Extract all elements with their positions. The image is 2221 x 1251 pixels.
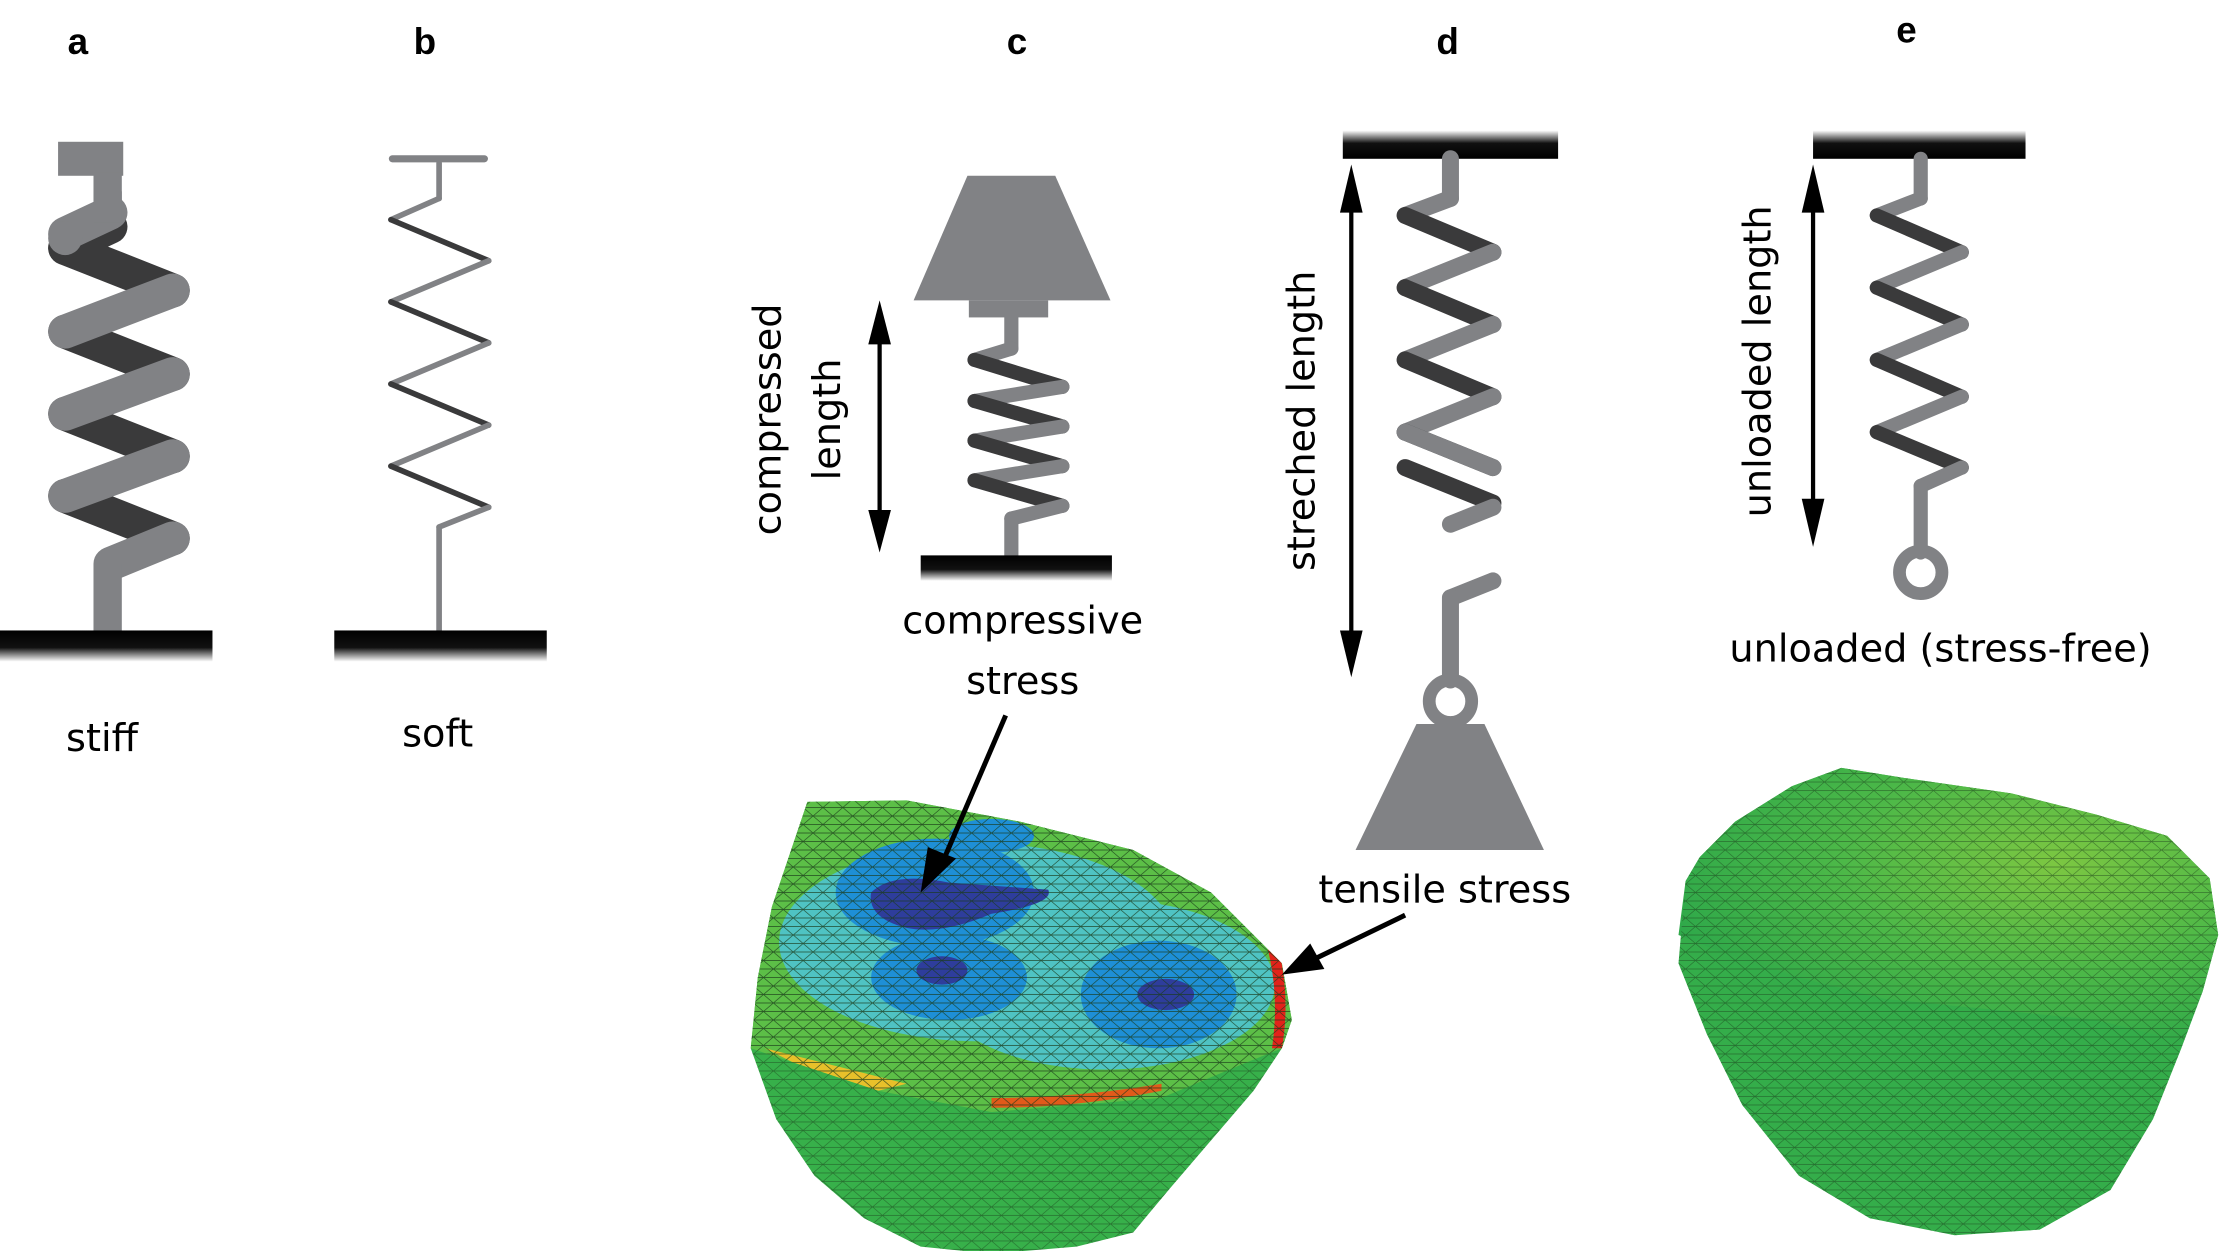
unloaded-caption: unloaded (stress-free) — [1729, 628, 2151, 672]
weight-icon — [1355, 723, 1544, 851]
compressed-length-arrow — [868, 300, 891, 553]
ground-bar — [334, 630, 547, 662]
unloaded-length-arrow — [1801, 164, 1825, 547]
panel-c-label: c — [1007, 21, 1027, 62]
panel-e: e unloaded length unloaded (stress-free) — [1678, 10, 2219, 1236]
weight-icon — [913, 175, 1111, 301]
tensile-stress-caption: tensile stress — [1318, 868, 1571, 912]
compressive-caption-line1: compressive — [902, 599, 1143, 643]
compressive-stress-arrow — [920, 714, 1008, 893]
panel-e-label: e — [1896, 10, 1916, 51]
unloaded-bone-mesh — [1678, 767, 2219, 1236]
hook-ring — [1893, 544, 1949, 601]
unloaded-length-label: unloaded length — [1737, 205, 1781, 517]
ground-bar — [0, 630, 213, 662]
panel-b-caption: soft — [402, 713, 473, 757]
panel-b-label: b — [414, 21, 436, 62]
compressive-caption-line2: stress — [966, 660, 1079, 704]
panel-a: a stiff — [0, 21, 213, 761]
panel-d: d streched length tensile stress — [1280, 21, 1571, 975]
hook-ring — [1422, 673, 1479, 729]
panel-b: b soft — [334, 21, 547, 757]
compressed-label-line2: length — [806, 358, 850, 480]
soft-spring — [388, 155, 492, 637]
stressed-bone-mesh — [750, 800, 1292, 1251]
ground-bar — [920, 555, 1112, 581]
compressed-spring — [967, 310, 1070, 567]
stretched-spring — [1396, 150, 1502, 689]
panel-a-label: a — [68, 21, 89, 62]
unloaded-spring — [1869, 151, 1969, 560]
panel-a-caption: stiff — [66, 717, 140, 761]
streched-length-label: streched length — [1280, 271, 1324, 571]
panel-d-label: d — [1436, 21, 1459, 62]
stiff-spring — [48, 141, 190, 632]
tensile-stress-arrow — [1281, 912, 1407, 975]
streched-length-arrow — [1339, 164, 1363, 678]
panel-c: c compressed length compressive stress — [746, 21, 1292, 1251]
compressed-label-line1: compressed — [746, 303, 790, 535]
